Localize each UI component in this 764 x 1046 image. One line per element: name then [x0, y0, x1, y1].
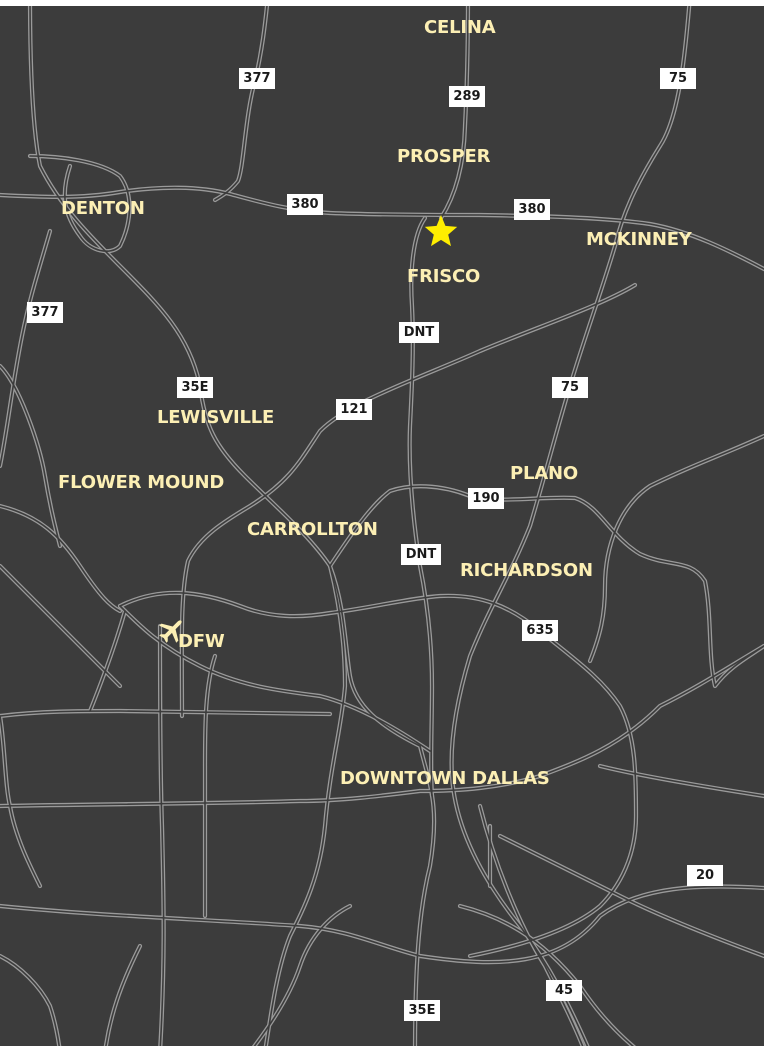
road-i35w	[103, 943, 143, 1046]
road-i20	[0, 884, 764, 965]
city-label-denton: DENTON	[61, 198, 145, 219]
highway-shield-289: 289	[449, 86, 485, 107]
road-network	[0, 6, 764, 1046]
highway-shield-190: 190	[468, 488, 504, 509]
city-label-flower-mound: FLOWER MOUND	[58, 472, 225, 493]
road-us67-center	[0, 955, 61, 1046]
road-i20-center	[0, 885, 764, 963]
city-label-frisco: FRISCO	[407, 266, 481, 287]
road-loop12-west-center	[0, 710, 331, 717]
highway-shield-635: 635	[522, 620, 558, 641]
road-i35w-center	[105, 945, 141, 1046]
road-us377-west-center	[0, 230, 51, 467]
road-sh190-center	[329, 485, 764, 687]
highway-shield-75-north: 75	[660, 68, 696, 89]
city-label-carrollton: CARROLLTON	[247, 519, 378, 540]
road-loop-west-12-center	[204, 655, 216, 917]
airplane-icon	[159, 620, 182, 643]
road-pgbt-north-loop-center	[589, 435, 764, 662]
road-i20-east-center	[499, 835, 764, 957]
road-map: CELINA PROSPER DENTON FRISCO MCKINNEY LE…	[0, 6, 764, 1046]
road-sh121-center	[180, 284, 636, 717]
city-label-prosper: PROSPER	[397, 146, 491, 167]
highway-shield-380-east: 380	[514, 199, 550, 220]
road-us377-north	[212, 6, 270, 203]
road-pgbt-north-loop	[587, 433, 764, 664]
city-label-lewisville: LEWISVILLE	[157, 407, 275, 428]
road-sh289-center	[440, 6, 469, 219]
city-label-downtown-dallas: DOWNTOWN DALLAS	[340, 768, 550, 789]
star-icon	[424, 215, 458, 247]
star-marker	[424, 215, 458, 247]
highway-shield-121: 121	[336, 399, 372, 420]
city-label-dfw: DFW	[178, 631, 225, 652]
highway-shield-45: 45	[546, 980, 582, 1001]
road-i45-center	[479, 805, 584, 1046]
road-sh360-center	[159, 625, 165, 1046]
road-us75-center	[450, 6, 690, 1046]
city-label-mckinney: MCKINNEY	[586, 229, 692, 250]
road-pgbt-west	[0, 713, 43, 889]
highway-shield-377-north: 377	[239, 68, 275, 89]
highway-shield-dnt-south: DNT	[401, 544, 441, 565]
highway-shield-35e-north: 35E	[177, 377, 213, 398]
city-label-plano: PLANO	[510, 463, 578, 484]
road-loop12-north	[263, 563, 348, 1046]
road-i35e-spur-center	[0, 365, 61, 547]
road-i30-center	[0, 645, 764, 807]
road-sh114-center	[0, 505, 121, 612]
highway-shield-75-mid: 75	[552, 377, 588, 398]
road-us67	[0, 953, 62, 1046]
road-sh183-center	[119, 605, 431, 752]
road-i635-east-center	[599, 765, 764, 797]
road-us377-north-center	[214, 6, 268, 201]
road-sh121-north-center	[0, 565, 121, 687]
road-pgbt-west-center	[0, 715, 41, 887]
road-sh190	[327, 484, 764, 689]
airport-marker	[159, 620, 182, 643]
city-label-richardson: RICHARDSON	[460, 560, 593, 581]
road-dnt-center	[408, 217, 433, 797]
highway-shield-377-west: 377	[27, 302, 63, 323]
road-spur408-center	[253, 905, 351, 1046]
highway-shield-380-west: 380	[287, 194, 323, 215]
city-label-celina: CELINA	[424, 17, 496, 38]
highway-shield-35e-south: 35E	[404, 1000, 440, 1021]
highway-shield-20: 20	[687, 865, 723, 886]
road-us377-west	[0, 228, 53, 469]
road-us380-center	[0, 186, 764, 270]
road-i820-center	[89, 610, 126, 712]
highway-shield-dnt-north: DNT	[399, 322, 439, 343]
road-us75-spur-center	[29, 155, 131, 252]
road-loop12-north-center	[265, 565, 346, 1046]
